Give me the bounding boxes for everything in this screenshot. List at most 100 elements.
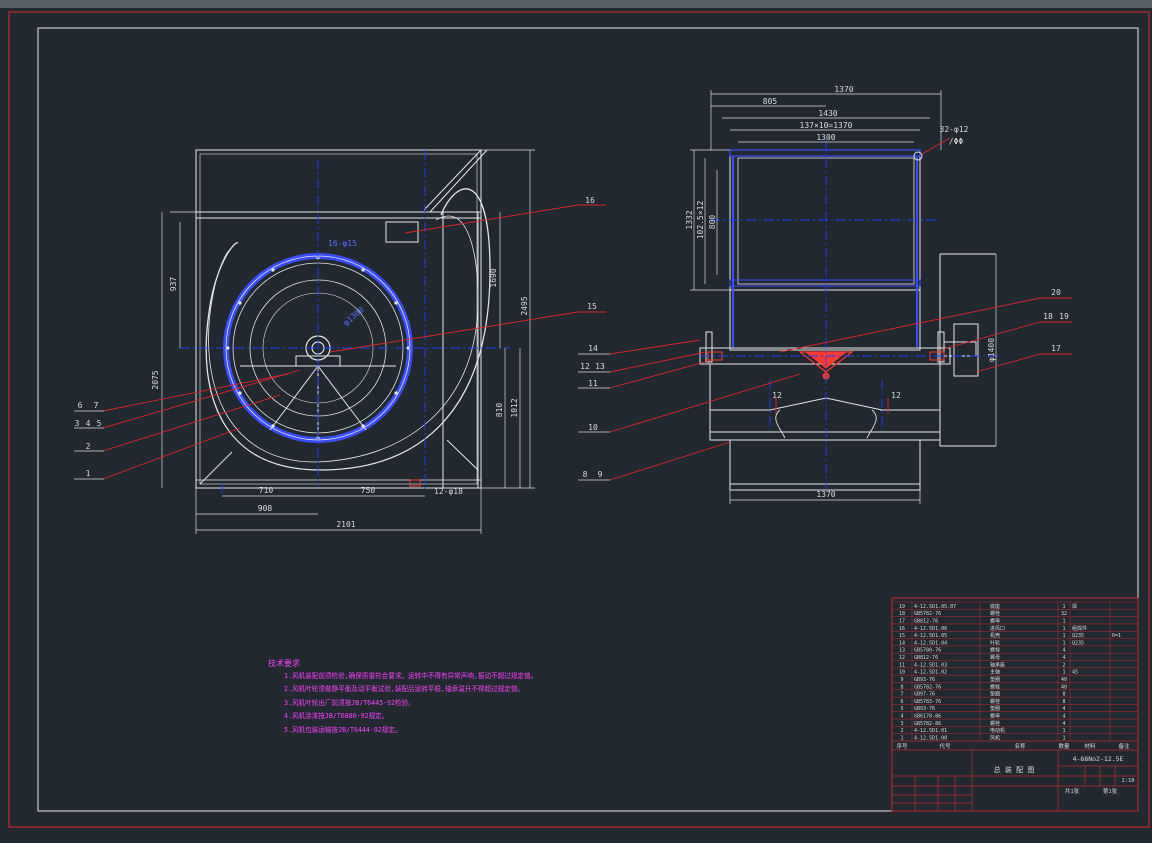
bom-cell-material: 组焊件: [1072, 625, 1087, 632]
balloon-18: 18: [1043, 312, 1053, 321]
bom-cell-name: 叶轮: [990, 639, 1000, 646]
bom-cell-name: 主轴: [990, 669, 1000, 676]
bom-cell-qty: 1: [1062, 618, 1065, 624]
balloon-11: 11: [588, 379, 598, 388]
bom-cell-name: 螺栓: [990, 720, 1000, 727]
cad-drawing-canvas[interactable]: 937 2075 1690 2495 810 1012 710 750 908 …: [0, 8, 1152, 839]
dim-1012: 1012: [510, 398, 519, 417]
bom-cell-code: GB93-76: [914, 706, 935, 712]
bom-cell-no: 19: [899, 604, 905, 610]
dim-12-phi18: 12-φ18: [434, 487, 463, 496]
dim-937: 937: [169, 277, 178, 292]
front-dimensions: [161, 149, 535, 534]
nameplate: [385, 221, 419, 243]
volute-scroll: [205, 188, 491, 471]
bom-cell-code: 4-12.5D1.04: [914, 640, 947, 646]
bom-cell-code: GB93-76: [914, 677, 935, 683]
dim-12-right: 12: [891, 391, 901, 400]
bom-cell-qty: 40: [1061, 684, 1067, 690]
bom-cell-name: 轴承座: [990, 661, 1005, 668]
bom-cell-name: 底座: [990, 603, 1000, 610]
bom-cell-code: GB5780-76: [914, 648, 941, 654]
balloon-7: 7: [94, 401, 99, 410]
bom-cell-qty: 1: [1062, 728, 1065, 734]
bom-cell-name: 机壳: [990, 632, 1000, 639]
bom-cell-qty: 4: [1062, 721, 1065, 727]
dim-710: 710: [259, 486, 274, 495]
bom-cell-name: 垫圈: [990, 676, 1000, 683]
balloon-4: 4: [86, 419, 91, 428]
bom-cell-qty: 4: [1062, 648, 1065, 654]
bom-cell-qty: 8: [1062, 699, 1065, 705]
note-4: 4.风机涂漆按JB/T6886-92规定。: [284, 711, 388, 720]
balloon-8: 8: [583, 470, 588, 479]
dim-16-phi15: 16-φ15: [328, 239, 357, 248]
bom-cell-no: 5: [900, 706, 903, 712]
dim-32-phi12: 32-φ12: [940, 125, 969, 134]
bom-cell-no: 7: [900, 692, 903, 698]
balloon-13: 13: [595, 362, 605, 371]
bom-cell-code: GB5782-76: [914, 684, 941, 690]
front-leaders: [102, 204, 606, 480]
bom-cell-material: 焊: [1072, 603, 1077, 610]
bom-cell-no: 18: [899, 611, 905, 617]
dim-810: 810: [495, 403, 504, 418]
bom-cell-code: GB97-76: [914, 692, 935, 698]
bom-cell-no: 12: [899, 655, 905, 661]
balloon-20: 20: [1051, 288, 1061, 297]
bom-cell-qty: 4: [1062, 714, 1065, 720]
dim-2101: 2101: [336, 520, 355, 529]
dim-805: 805: [763, 97, 778, 106]
side-balloons: 20 18 19 17 14 12 13 11 10 8 9: [580, 288, 1069, 479]
bom-cell-code: 4-12.5D1.05: [914, 633, 947, 639]
bom-cell-name: 电动机: [990, 727, 1005, 734]
side-centerlines: [700, 140, 1000, 490]
drawing-number: 4-68No2-12.5E: [1073, 755, 1124, 763]
bom-cell-code: GB5782-76: [914, 611, 941, 617]
bom-cell-no: 3: [900, 721, 903, 727]
bom-cell-qty: 8: [1062, 692, 1065, 698]
front-balloons: 16 15 6 7 3 4 5 2 1: [75, 196, 597, 478]
bom-cell-qty: 1: [1062, 633, 1065, 639]
dim-1690: 1690: [489, 268, 498, 287]
bom-header-qty: 数量: [1058, 742, 1070, 750]
balloon-1: 1: [86, 469, 91, 478]
flange-bolts: [226, 256, 410, 440]
balloon-12: 12: [580, 362, 590, 371]
bom-header-name: 名称: [1014, 742, 1026, 750]
dim-102-5x12: 102.5×12: [696, 201, 705, 240]
dim-1430: 1430: [818, 109, 837, 118]
bom-cell-code: GB5782-86: [914, 721, 941, 727]
front-balloon-underlines: [74, 410, 104, 480]
inner-frame: [37, 27, 1139, 812]
balloon-15: 15: [587, 302, 597, 311]
bom-cell-qty: 32: [1061, 611, 1067, 617]
note-3: 3.风机叶轮出厂前须按JB/T6445-92检验。: [284, 698, 415, 707]
dim-phi1400: φ1400: [987, 338, 996, 362]
bom-cell-code: 4-12.5D1.02: [914, 670, 947, 676]
drawing-svg: 937 2075 1690 2495 810 1012 710 750 908 …: [0, 8, 1152, 839]
bom-cell-no: 10: [899, 670, 905, 676]
bom-cell-qty: 2: [1062, 662, 1065, 668]
scale: 1:10: [1121, 778, 1134, 784]
bom-cell-code: 4-12.5D1.00: [914, 736, 947, 742]
sheet-total: 共1张: [1065, 787, 1080, 795]
bom-cell-code: 4-12.5D1.05.07: [914, 604, 956, 610]
bom-cell-note: δ=1: [1112, 633, 1121, 639]
balloon-5: 5: [97, 419, 102, 428]
bom-cell-qty: 1: [1062, 604, 1065, 610]
dim-2075: 2075: [151, 370, 160, 389]
bom-cell-qty: 1: [1062, 736, 1065, 742]
bom-cell-no: 14: [899, 640, 905, 646]
bom-cell-name: 螺母: [990, 713, 1000, 720]
bom-cell-qty: 1: [1062, 670, 1065, 676]
bom-cell-code: GB6170-86: [914, 714, 941, 720]
bom-cell-no: 8: [900, 684, 903, 690]
bom-cell-no: 6: [900, 699, 903, 705]
dim-12-left: 12: [772, 391, 782, 400]
bom-header-code: 代号: [939, 742, 951, 750]
side-dimension-text: 1370 805 1430 137×10=1370 1300 32-φ12 13…: [685, 85, 996, 499]
dim-1370-bottom: 1370: [816, 490, 835, 499]
technical-notes: 技术要求 1.风机装配前须检验,确保质量符合要求。运转中不得有异常声响,振动不超…: [268, 658, 537, 734]
bom-header-note: 备注: [1118, 742, 1130, 750]
